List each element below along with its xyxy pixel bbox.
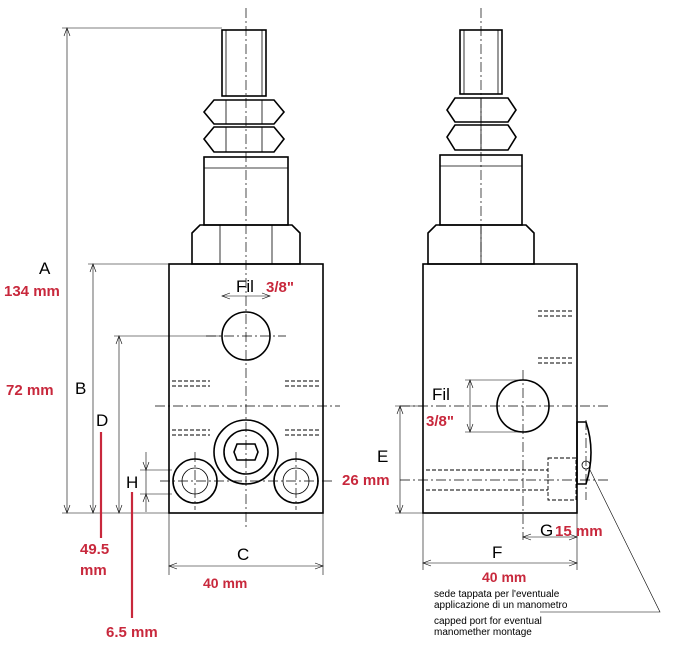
front-thread-size: 3/8"	[266, 279, 294, 296]
dimension-d-value-line2: mm	[80, 562, 107, 579]
side-view	[400, 8, 610, 540]
dimension-d-value-line1: 49.5	[80, 541, 109, 558]
dimension-h-letter: H	[126, 473, 138, 492]
dimension-f-letter: F	[492, 543, 502, 562]
dimension-h-value: 6.5 mm	[106, 624, 158, 641]
side-thread-prefix: Fil	[432, 385, 450, 404]
front-thread-prefix: Fil	[236, 277, 254, 296]
side-thread-size: 3/8"	[426, 413, 454, 430]
hex-socket-icon	[233, 443, 259, 461]
side-lower-nut	[446, 124, 517, 151]
front-view	[155, 8, 340, 530]
dimension-e-letter: E	[377, 447, 388, 466]
side-dimensions	[395, 379, 661, 613]
dimension-d-letter: D	[96, 411, 108, 430]
dimension-c-value: 40 mm	[203, 575, 247, 591]
dimension-g-value: 15 mm	[555, 523, 603, 540]
note-leader	[540, 469, 661, 613]
front-dimensions	[62, 27, 324, 618]
dimension-a-value: 134 mm	[4, 283, 60, 300]
note-italian-line2: applicazione di un manometro	[434, 600, 568, 611]
dimension-c-letter: C	[237, 545, 249, 564]
side-valve-block	[422, 263, 578, 514]
dimension-g-letter: G	[540, 521, 553, 540]
capped-port-plug	[576, 421, 592, 485]
note-english-line2: manomether montage	[434, 627, 532, 638]
dimension-b-letter: B	[75, 379, 86, 398]
side-upper-nut	[446, 97, 517, 123]
note-english-line1: capped port for eventual	[434, 616, 542, 627]
front-upper-nut	[202, 99, 286, 125]
dimension-a-letter: A	[39, 259, 51, 278]
front-lower-nut	[202, 126, 286, 153]
note-italian-line1: sede tappata per l'eventuale	[434, 589, 560, 600]
dimension-b-value: 72 mm	[6, 382, 54, 399]
dimension-e-value: 26 mm	[342, 472, 390, 489]
front-stem	[221, 29, 267, 97]
dimension-f-value: 40 mm	[482, 569, 526, 585]
